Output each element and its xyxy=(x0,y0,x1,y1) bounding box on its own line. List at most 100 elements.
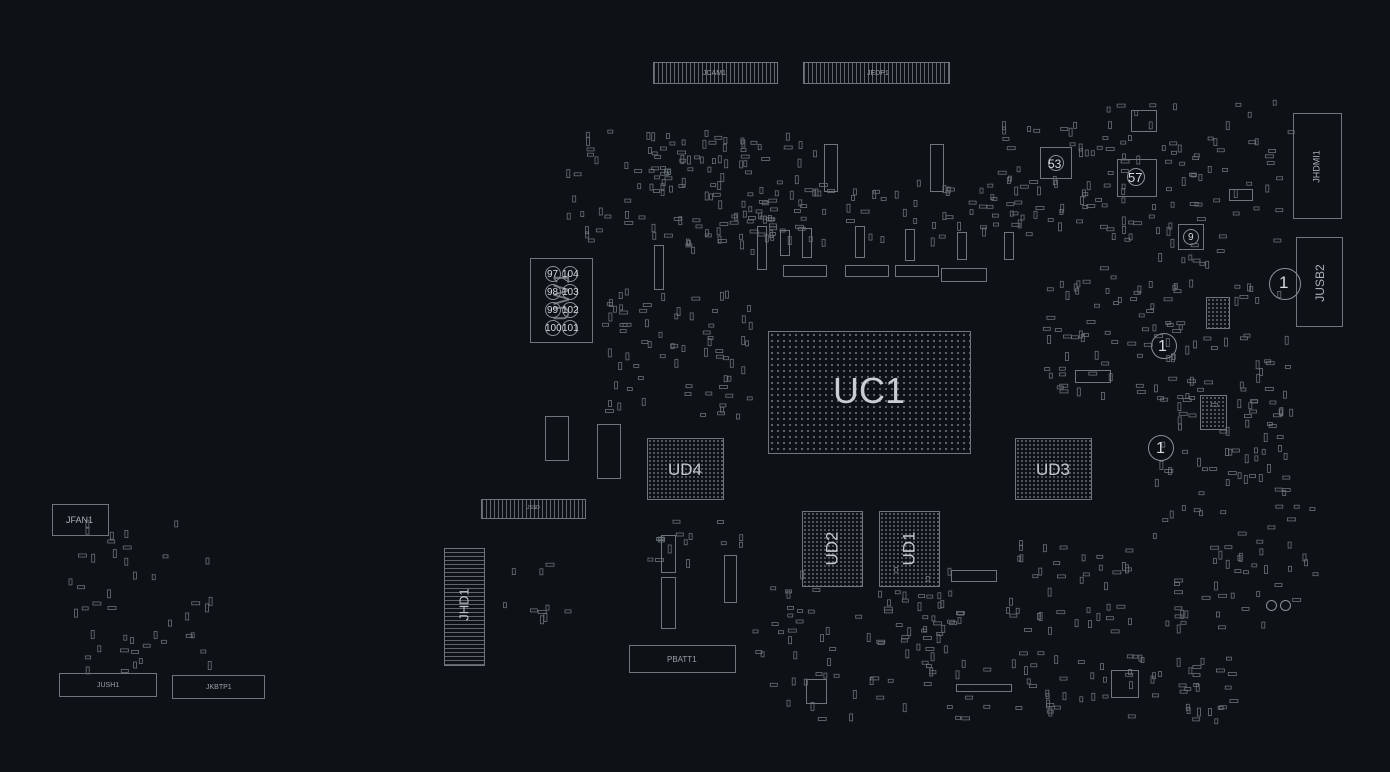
smd-pad xyxy=(894,190,899,199)
inductor[interactable] xyxy=(724,555,737,603)
capacitor[interactable] xyxy=(855,226,865,258)
ic-9[interactable] xyxy=(1178,224,1204,250)
connector-jedp1[interactable] xyxy=(803,62,950,84)
smd-pad xyxy=(1243,475,1248,484)
smd-pad xyxy=(1077,660,1085,664)
connector-jush1[interactable] xyxy=(59,673,157,697)
smd-pad xyxy=(1189,172,1197,177)
memory-ud3[interactable] xyxy=(1015,438,1092,500)
capacitor[interactable] xyxy=(905,229,915,261)
smd-pad xyxy=(1214,718,1219,725)
ic-small[interactable] xyxy=(1111,670,1139,698)
inductor[interactable] xyxy=(661,535,676,573)
smd-pad xyxy=(511,568,516,575)
smd-pad xyxy=(725,393,734,398)
capacitor[interactable] xyxy=(957,232,967,260)
smd-pad xyxy=(1199,261,1206,266)
smd-pad xyxy=(1030,663,1038,668)
smd-pad xyxy=(1037,651,1045,656)
smd-pad xyxy=(1102,136,1109,141)
jcam1-label: JCAM1 xyxy=(703,70,726,77)
resistor-array[interactable] xyxy=(956,684,1012,692)
smd-pad xyxy=(1080,196,1084,206)
smd-pad xyxy=(1086,607,1091,614)
resistor-array[interactable] xyxy=(1075,370,1111,383)
resistor-array[interactable] xyxy=(895,265,939,277)
ic-small[interactable] xyxy=(806,679,827,704)
inductor[interactable] xyxy=(824,144,838,192)
connector-jssd[interactable] xyxy=(481,499,586,519)
smd-pad xyxy=(1192,665,1202,669)
memory-ud2[interactable] xyxy=(802,511,863,587)
smd-pad xyxy=(1127,341,1137,346)
ic-soic[interactable] xyxy=(597,424,621,479)
inductor[interactable] xyxy=(661,577,676,629)
cpu-uc1[interactable] xyxy=(768,331,971,454)
connector-jcam1[interactable] xyxy=(653,62,778,84)
smd-pad xyxy=(930,652,935,662)
smd-pad xyxy=(1220,510,1227,515)
smd-pad xyxy=(810,702,815,711)
smd-pad xyxy=(993,222,999,227)
smd-pad xyxy=(664,233,673,238)
smd-pad xyxy=(679,158,687,163)
smd-pad xyxy=(1245,419,1250,428)
smd-pad xyxy=(1136,390,1146,394)
chip-uw1[interactable] xyxy=(530,258,593,343)
inductor[interactable] xyxy=(930,144,944,192)
smd-pad xyxy=(819,183,828,187)
smd-pad xyxy=(1086,181,1091,191)
smd-pad xyxy=(719,222,729,226)
memory-ud4[interactable] xyxy=(647,438,724,500)
ic-soic[interactable] xyxy=(545,416,569,461)
smd-pad xyxy=(800,570,805,580)
smd-pad xyxy=(785,132,790,141)
capacitor[interactable] xyxy=(802,228,812,258)
connector-jhd1[interactable] xyxy=(444,548,485,666)
inductor[interactable] xyxy=(1229,189,1253,201)
ic-qfn[interactable] xyxy=(1206,297,1230,329)
ic-small[interactable] xyxy=(1131,110,1157,132)
smd-pad xyxy=(876,639,886,644)
connector-jhdmi1[interactable] xyxy=(1293,113,1342,219)
smd-pad xyxy=(787,236,792,245)
smd-pad xyxy=(1059,372,1066,377)
smd-pad xyxy=(1219,234,1227,239)
resistor-array[interactable] xyxy=(941,268,987,282)
resistor-array[interactable] xyxy=(845,265,889,277)
inductor[interactable] xyxy=(654,245,664,290)
connector-pbatt1[interactable] xyxy=(629,645,736,673)
smd-pad xyxy=(1020,214,1025,221)
smd-pad xyxy=(804,188,814,193)
capacitor[interactable] xyxy=(757,226,767,270)
smd-pad xyxy=(545,604,550,611)
resistor-array[interactable] xyxy=(783,265,827,277)
smd-pad xyxy=(1170,201,1175,208)
smd-pad xyxy=(691,246,695,254)
smd-pad xyxy=(720,406,724,413)
smd-pad xyxy=(1202,467,1208,472)
pad-number: 1 xyxy=(1279,273,1289,292)
smd-pad xyxy=(1110,629,1120,634)
smd-pad xyxy=(613,305,617,313)
ic-qfn[interactable] xyxy=(1200,395,1227,430)
pad-circle xyxy=(562,266,578,282)
smd-pad xyxy=(685,384,693,389)
pad-circle xyxy=(562,284,578,300)
connector-jkbtp1[interactable] xyxy=(172,675,265,699)
smd-pad xyxy=(205,603,209,613)
smd-pad xyxy=(1108,373,1113,382)
smd-pad xyxy=(1174,606,1183,611)
smd-pad xyxy=(1116,604,1126,609)
mounting-hole xyxy=(1266,600,1277,611)
smd-pad xyxy=(1009,597,1013,606)
memory-ud1[interactable] xyxy=(879,511,940,587)
smd-pad xyxy=(1150,303,1155,310)
smd-pad xyxy=(869,677,874,685)
capacitor[interactable] xyxy=(1004,232,1014,260)
smd-pad xyxy=(1249,409,1257,414)
smd-pad xyxy=(929,667,934,677)
smd-pad xyxy=(808,236,813,243)
connector-jfan1[interactable] xyxy=(52,504,109,536)
resistor-array[interactable] xyxy=(951,570,997,582)
